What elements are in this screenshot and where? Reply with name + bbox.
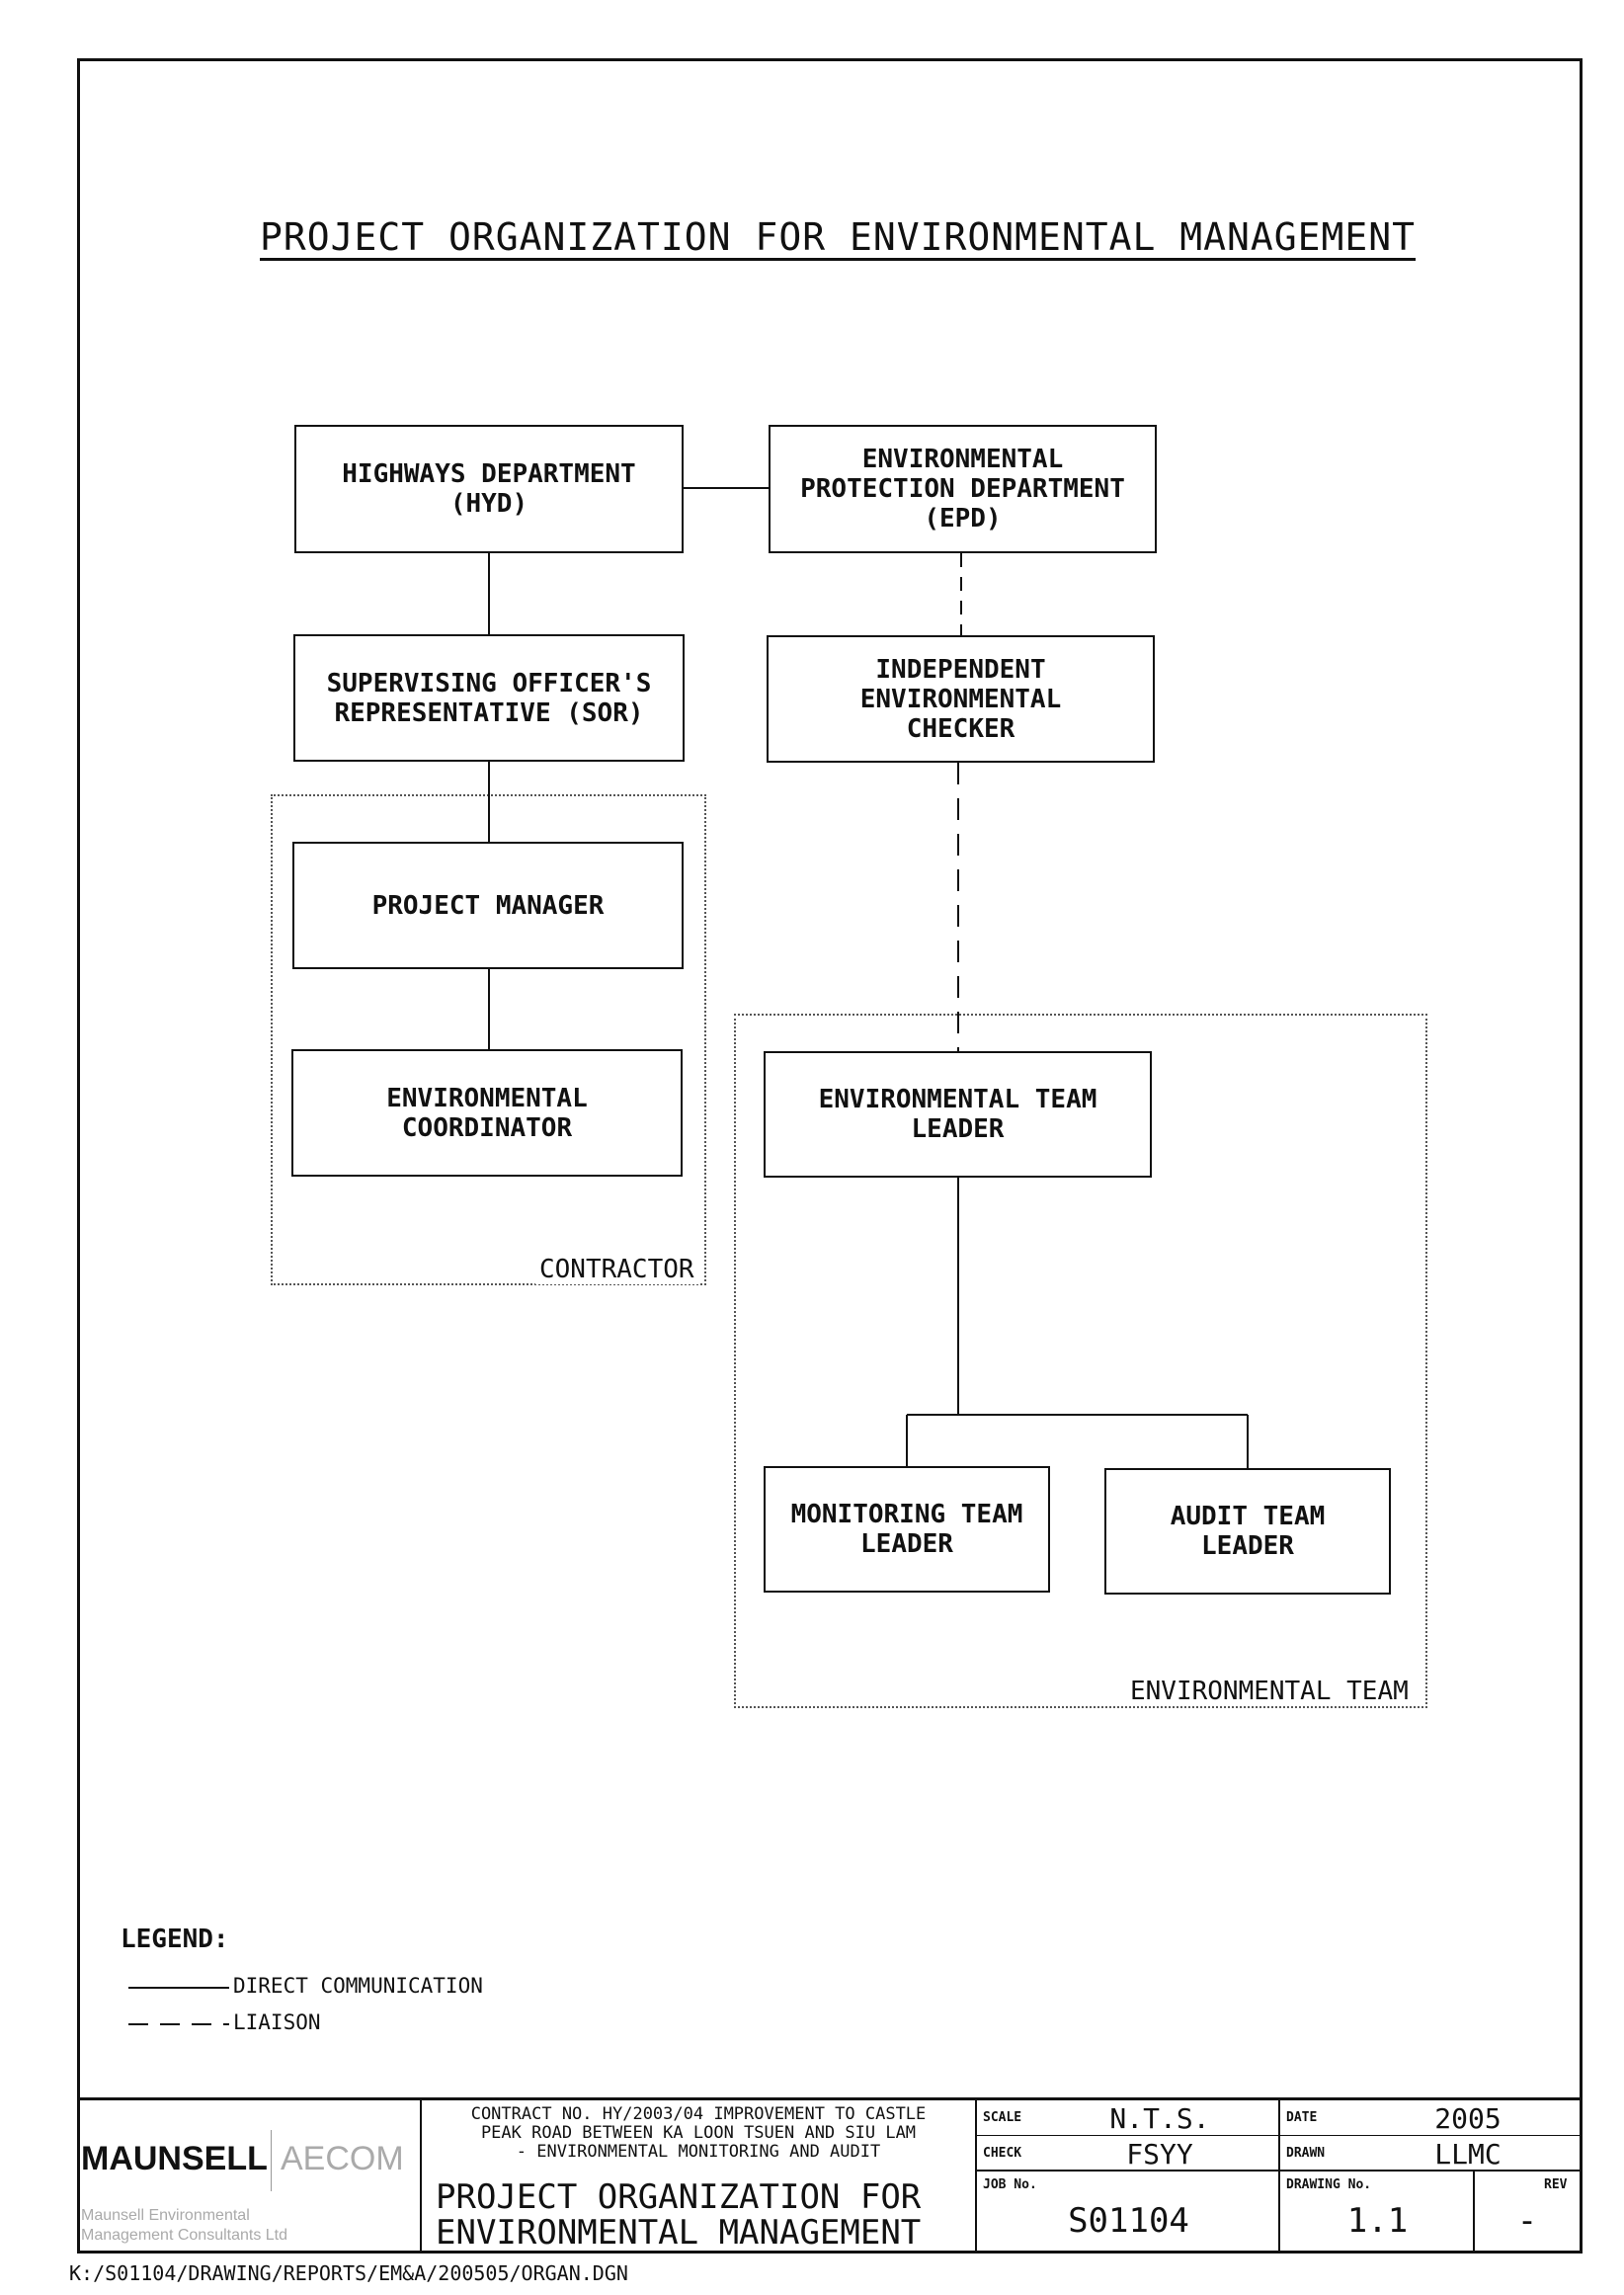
drawing-title-1: PROJECT ORGANIZATION FOR (436, 2177, 922, 2217)
legend-title: LEGEND: (121, 1925, 229, 1954)
scale-value: N.T.S. (1109, 2102, 1210, 2135)
brand-subtitle-2: Management Consultants Ltd (81, 2227, 288, 2244)
date-value: 2005 (1434, 2102, 1502, 2135)
aecom-logo: AECOM (281, 2140, 404, 2177)
contract-line-1: CONTRACT NO. HY/2003/04 IMPROVEMENT TO C… (470, 2104, 927, 2124)
brand-cell: MAUNSELL AECOM Maunsell Environmental Ma… (77, 2100, 422, 2254)
contractor-group-label: CONTRACTOR (535, 1255, 698, 1284)
highways-department-box: HIGHWAYS DEPARTMENT (HYD) (294, 425, 684, 553)
scale-cell: SCALE N.T.S. (977, 2100, 1280, 2136)
legend-liaison-label: LIAISON (233, 2010, 321, 2034)
epd-box: ENVIRONMENTAL PROTECTION DEPARTMENT (EPD… (769, 425, 1157, 553)
legend-direct-label: DIRECT COMMUNICATION (233, 1974, 483, 1998)
job-value: S01104 (1068, 2201, 1189, 2241)
rev-value: - (1516, 2201, 1538, 2241)
contract-line-2: PEAK ROAD BETWEEN KA LOON TSUEN AND SIU … (480, 2123, 917, 2143)
project-manager-box: PROJECT MANAGER (292, 842, 684, 969)
job-cell: JOB No. S01104 (977, 2172, 1280, 2254)
title-block: MAUNSELL AECOM Maunsell Environmental Ma… (77, 2097, 1583, 2254)
environmental-team-group-label: ENVIRONMENTAL TEAM (1126, 1677, 1413, 1706)
drawn-value: LLMC (1434, 2138, 1502, 2171)
maunsell-logo: MAUNSELL (81, 2140, 268, 2177)
rev-cell: REV - (1475, 2172, 1580, 2254)
check-value: FSYY (1126, 2138, 1193, 2171)
page-title: PROJECT ORGANIZATION FOR ENVIRONMENTAL M… (260, 215, 1417, 259)
environmental-team-leader-box: ENVIRONMENTAL TEAM LEADER (764, 1051, 1152, 1178)
environmental-coordinator-box: ENVIRONMENTAL COORDINATOR (291, 1049, 683, 1177)
check-cell: CHECK FSYY (977, 2136, 1280, 2172)
date-cell: DATE 2005 (1280, 2100, 1580, 2136)
brand-subtitle-1: Maunsell Environmental (81, 2207, 250, 2224)
audit-team-leader-box: AUDIT TEAM LEADER (1104, 1468, 1391, 1595)
logo-divider (271, 2130, 272, 2191)
contract-cell: CONTRACT NO. HY/2003/04 IMPROVEMENT TO C… (422, 2100, 977, 2254)
drawing-sheet (77, 58, 1583, 2254)
contract-line-3: - ENVIRONMENTAL MONITORING AND AUDIT (516, 2142, 881, 2162)
drawn-cell: DRAWN LLMC (1280, 2136, 1580, 2172)
iec-box: INDEPENDENT ENVIRONMENTAL CHECKER (767, 635, 1155, 763)
drawing-no-cell: DRAWING No. 1.1 (1280, 2172, 1475, 2254)
drawing-no-value: 1.1 (1346, 2201, 1409, 2241)
sor-box: SUPERVISING OFFICER'S REPRESENTATIVE (SO… (293, 634, 685, 762)
environmental-team-group (734, 1014, 1427, 1708)
file-path: K:/S01104/DRAWING/REPORTS/EM&A/200505/OR… (69, 2261, 628, 2285)
monitoring-team-leader-box: MONITORING TEAM LEADER (764, 1466, 1050, 1593)
drawing-title-2: ENVIRONMENTAL MANAGEMENT (436, 2213, 922, 2253)
